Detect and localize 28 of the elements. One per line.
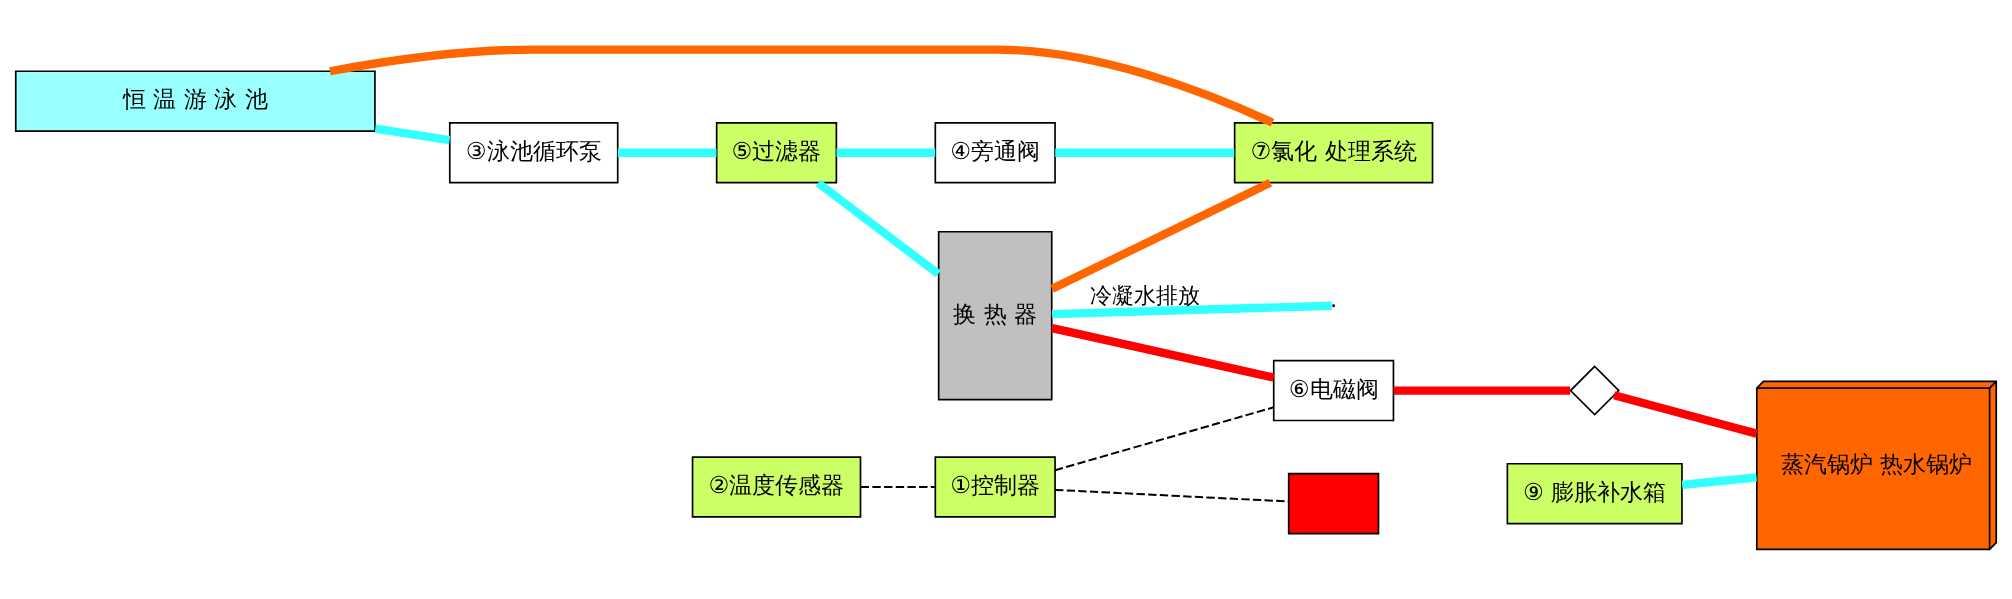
- connector: [1393, 386, 1571, 395]
- connector: [1681, 473, 1757, 490]
- connector: [1050, 179, 1273, 293]
- node-box: ④旁通阀: [934, 122, 1056, 184]
- node-box: ③泳池循环泵: [448, 122, 619, 184]
- connector: [329, 45, 1275, 127]
- node-box: ①控制器: [934, 456, 1056, 518]
- node-box: 恒 温 游 泳 池: [14, 70, 376, 132]
- connector: [1054, 488, 1290, 503]
- node-box: ⑦氯化 处理系统: [1233, 122, 1434, 184]
- edge-label: 冷凝水排放: [1089, 283, 1200, 309]
- node-box: 换 热 器: [937, 230, 1053, 401]
- node-valve: [1569, 365, 1620, 416]
- node-box: ⑥电磁阀: [1272, 359, 1395, 422]
- connector: [1054, 406, 1275, 472]
- connector: [1052, 301, 1332, 319]
- connector: [859, 486, 936, 488]
- connector: [1055, 148, 1235, 157]
- node-box: ⑨ 膨胀补水箱: [1506, 462, 1683, 525]
- node-box: [1287, 472, 1380, 535]
- node-box: ⑤过滤器: [715, 122, 838, 184]
- connector: [836, 148, 936, 157]
- connector: [617, 148, 717, 157]
- connector: [815, 179, 941, 278]
- connector: [374, 124, 451, 145]
- node-box: ②温度传感器: [691, 456, 862, 518]
- connector: [1051, 324, 1275, 382]
- connector: [1613, 391, 1758, 438]
